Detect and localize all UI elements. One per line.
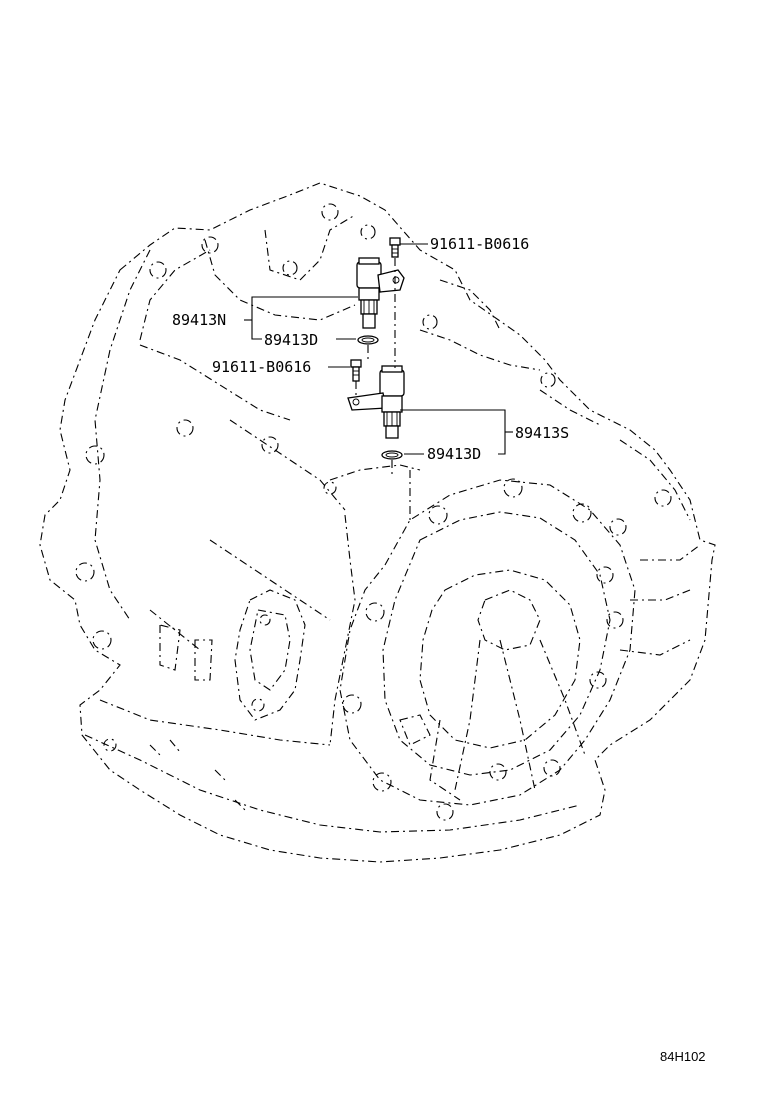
diagram-reference-code: 84H102 bbox=[660, 1049, 706, 1064]
bell-housing bbox=[339, 479, 636, 806]
o-ring-lower-inner bbox=[385, 452, 399, 458]
callout-bolt-lower: 91611-B0616 bbox=[212, 358, 311, 376]
bolt-lower bbox=[350, 359, 362, 382]
housing-bolt-bosses bbox=[75, 203, 672, 821]
callout-leaders bbox=[244, 243, 513, 455]
callout-sensor-s: 89413S bbox=[515, 424, 569, 442]
speed-sensor-lower bbox=[347, 365, 405, 439]
transaxle-housing-outline bbox=[39, 182, 716, 863]
o-ring-upper-inner bbox=[361, 337, 375, 343]
o-ring-lower bbox=[381, 450, 403, 460]
callout-oring-upper: 89413D bbox=[264, 331, 318, 349]
callout-oring-lower: 89413D bbox=[427, 445, 481, 463]
o-ring-upper bbox=[357, 335, 379, 345]
speed-sensor-upper bbox=[356, 257, 405, 329]
bolt-upper bbox=[389, 237, 401, 258]
callout-sensor-n: 89413N bbox=[172, 311, 226, 329]
callout-bolt-upper: 91611-B0616 bbox=[430, 235, 529, 253]
housing-fittings bbox=[149, 624, 431, 811]
installation-centerlines bbox=[355, 258, 396, 475]
